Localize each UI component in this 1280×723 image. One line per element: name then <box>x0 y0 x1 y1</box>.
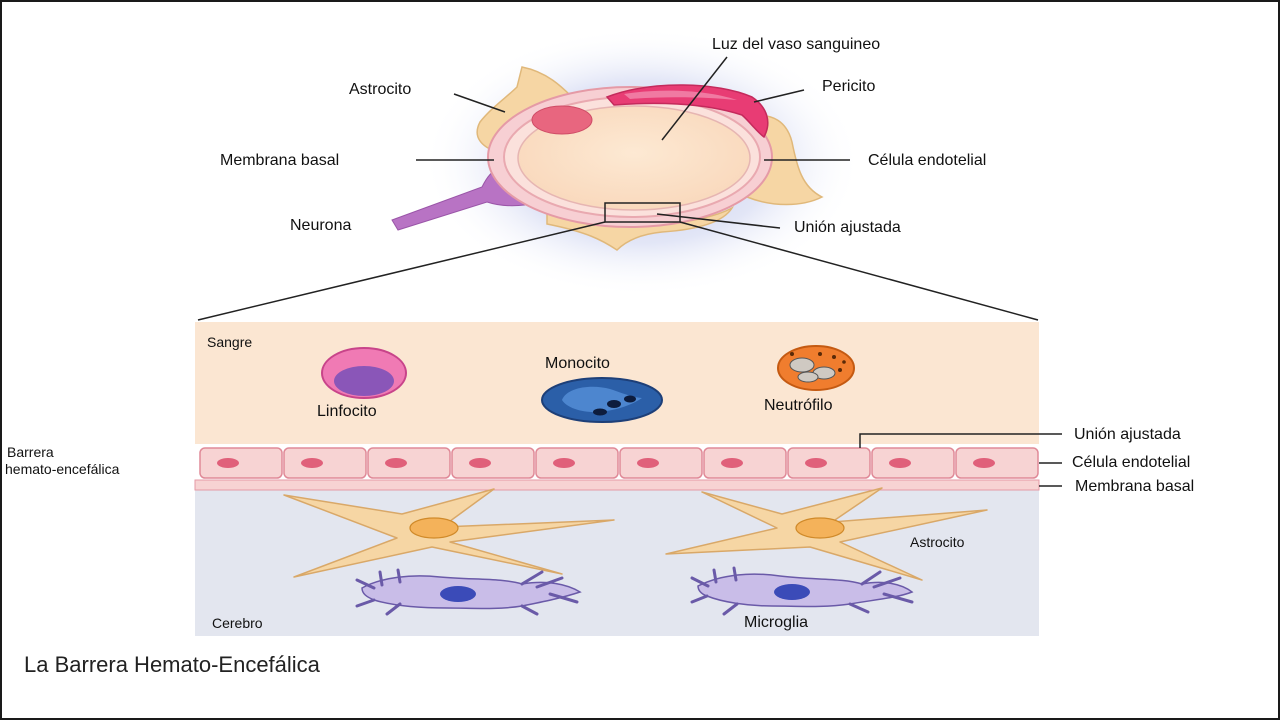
label-tight-junction-detail: Unión ajustada <box>1074 426 1181 443</box>
label-lymphocyte: Linfocito <box>317 403 377 420</box>
endothelial-nucleus <box>217 458 239 468</box>
label-microglia: Microglia <box>744 614 808 631</box>
endothelial-cell <box>199 447 283 479</box>
pericyte-highlight <box>624 90 737 100</box>
label-barrier-line2: hemato-encefálica <box>5 461 120 477</box>
basal-membrane-strip <box>194 479 1040 491</box>
label-endothelial-top: Célula endotelial <box>868 152 986 169</box>
zoom-line-right <box>679 221 1039 321</box>
endothelial-cell <box>283 447 367 479</box>
leader-tight-junction-detail <box>859 433 1062 448</box>
endothelial-cell <box>535 447 619 479</box>
leader-tight-junction <box>656 213 781 229</box>
astrocyte-cell-left <box>283 488 615 578</box>
endothelial-cell <box>367 447 451 479</box>
endothelial-cell <box>703 447 787 479</box>
endothelial-row <box>199 447 1039 479</box>
label-barrier-line1: Barrera <box>7 444 54 460</box>
leader-lumen <box>661 56 728 141</box>
label-monocyte: Monocito <box>545 355 610 372</box>
vessel-cross-section: Luz del vaso sanguineo Astrocito Pericit… <box>197 27 1039 321</box>
endothelial-cell <box>955 447 1039 479</box>
label-neutrophil: Neutrófilo <box>764 397 833 414</box>
monocyte-cell <box>541 377 663 423</box>
leader-astrocyte <box>453 93 506 113</box>
label-pericyte: Pericito <box>822 78 875 95</box>
endothelial-nucleus <box>469 458 491 468</box>
endothelial-cell <box>619 447 703 479</box>
endothelial-nucleus <box>721 458 743 468</box>
detail-panel: Sangre Cerebro Linfocito Monocito Neutró… <box>5 322 1194 636</box>
leader-pericyte <box>753 89 805 103</box>
tight-junction-box <box>604 202 681 223</box>
label-blood: Sangre <box>207 334 252 350</box>
astrocyte-cell-right <box>665 487 988 581</box>
endothelial-nucleus <box>889 458 911 468</box>
endothelial-nucleus-top <box>531 105 593 135</box>
endothelial-nucleus <box>637 458 659 468</box>
label-basal-membrane-detail: Membrana basal <box>1075 478 1194 495</box>
label-astrocyte-top: Astrocito <box>349 81 411 98</box>
lymphocyte-cell <box>321 347 407 399</box>
microglia-cell-left <box>355 568 582 616</box>
label-tight-junction-top: Unión ajustada <box>794 219 901 236</box>
endothelial-nucleus <box>805 458 827 468</box>
neutrophil-cell <box>777 345 855 391</box>
label-basal-membrane-top: Membrana basal <box>220 152 339 169</box>
endothelial-nucleus <box>553 458 575 468</box>
endothelial-nucleus <box>973 458 995 468</box>
endothelial-cell <box>871 447 955 479</box>
label-lumen: Luz del vaso sanguineo <box>712 36 880 53</box>
label-endothelial-detail: Célula endotelial <box>1072 454 1190 471</box>
microglia-cell-right <box>690 566 914 616</box>
endothelial-cell <box>787 447 871 479</box>
endothelial-nucleus <box>385 458 407 468</box>
label-brain: Cerebro <box>212 615 263 631</box>
endothelial-cell <box>451 447 535 479</box>
endothelial-nucleus <box>301 458 323 468</box>
label-neuron: Neurona <box>290 217 351 234</box>
label-astrocyte-detail: Astrocito <box>910 534 965 550</box>
brain-region <box>195 490 1039 636</box>
figure-title: La Barrera Hemato-Encefálica <box>24 652 321 677</box>
zoom-line-left <box>197 221 606 321</box>
